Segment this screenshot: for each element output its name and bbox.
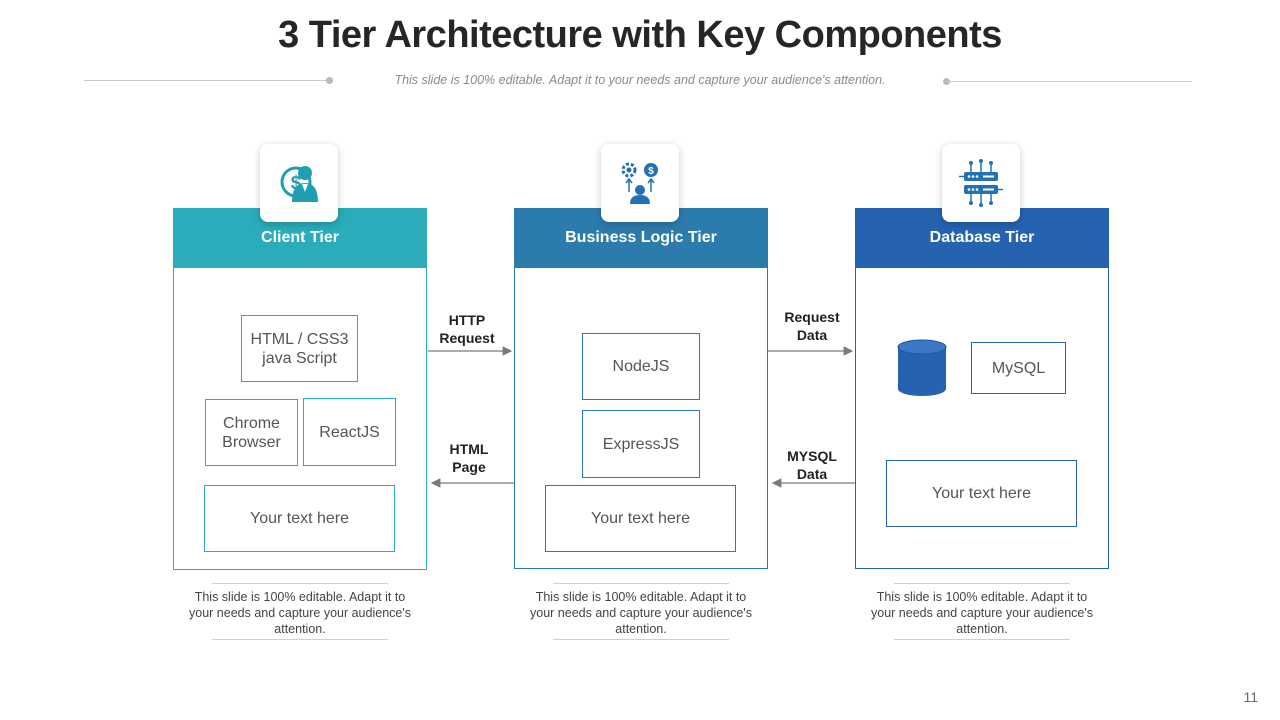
database-footer-line-bottom — [894, 639, 1070, 640]
subtitle-line-left — [84, 80, 329, 81]
request-data-label: Request Data — [784, 309, 840, 343]
database-tier-title: Database Tier — [929, 229, 1035, 246]
business-component-text: Your text here — [545, 485, 736, 552]
database-cylinder-icon — [897, 339, 947, 396]
business-component-expressjs: ExpressJS — [582, 410, 700, 478]
client-footer-line-top — [212, 583, 388, 584]
client-tier-title: Client Tier — [261, 229, 339, 246]
database-footer-text: This slide is 100% editable. Adapt it to… — [871, 590, 1093, 636]
http-request-label: HTTP Request — [439, 312, 495, 346]
client-component-text: Your text here — [204, 485, 395, 552]
database-component-text: Your text here — [886, 460, 1077, 527]
html-page-label: HTML Page — [449, 441, 489, 475]
subtitle: This slide is 100% editable. Adapt it to… — [394, 73, 886, 87]
client-component-reactjs: ReactJS — [303, 398, 396, 466]
business-footer-text: This slide is 100% editable. Adapt it to… — [530, 590, 752, 636]
business-component-nodejs: NodeJS — [582, 333, 700, 400]
page-number: 11 — [1243, 689, 1258, 705]
business-footer-line-bottom — [553, 639, 729, 640]
business-tier-icon-tile: $ — [601, 144, 679, 222]
user-dollar-icon: $ — [280, 166, 318, 202]
svg-text:$: $ — [291, 173, 302, 194]
business-logic-icon: $ — [621, 162, 658, 204]
subtitle-line-right — [946, 81, 1192, 82]
subtitle-dot-left — [326, 77, 333, 84]
client-component-html-css-js: HTML / CSS3 java Script — [241, 315, 358, 382]
database-tier-icon-tile — [942, 144, 1020, 222]
client-tier-icon-tile: $ — [260, 144, 338, 222]
mysql-data-label: MYSQL Data — [787, 448, 837, 482]
database-footer-line-top — [894, 583, 1070, 584]
client-footer-line-bottom — [212, 639, 388, 640]
server-circuit-icon — [959, 159, 1003, 207]
page-title: 3 Tier Architecture with Key Components — [278, 14, 1002, 56]
client-component-chrome-browser: Chrome Browser — [205, 399, 298, 466]
client-footer-text: This slide is 100% editable. Adapt it to… — [189, 590, 411, 636]
svg-text:$: $ — [648, 166, 654, 177]
database-component-mysql: MySQL — [971, 342, 1066, 394]
business-tier-title: Business Logic Tier — [565, 229, 717, 246]
business-footer-line-top — [553, 583, 729, 584]
